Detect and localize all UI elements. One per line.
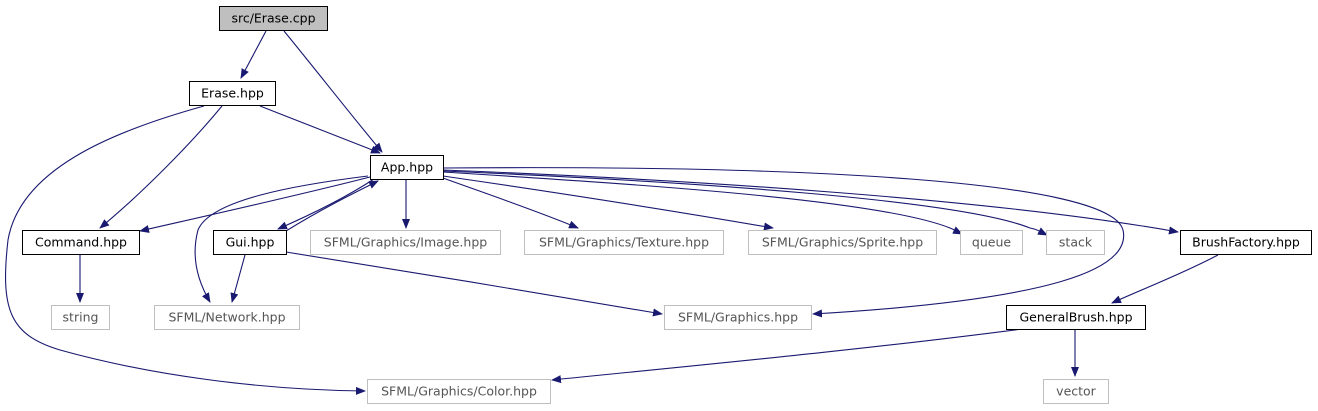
node-sfml-image: SFML/Graphics/Image.hpp <box>310 230 501 255</box>
node-sfml-texture: SFML/Graphics/Texture.hpp <box>524 230 724 255</box>
node-label: src/Erase.cpp <box>231 11 315 26</box>
node-box <box>960 230 1023 255</box>
edge-app-hpp-to-sfml-graphics <box>442 167 1125 318</box>
edge-generalbrush-hpp-to-sfml-color <box>551 328 1023 384</box>
node-label: SFML/Graphics/Color.hpp <box>381 384 537 399</box>
node-label: SFML/Graphics.hpp <box>678 310 798 325</box>
node-stack: stack <box>1046 230 1105 255</box>
node-label: Erase.hpp <box>201 86 264 101</box>
edge-erase-cpp-to-app-hpp <box>283 30 383 153</box>
node-label: GeneralBrush.hpp <box>1019 310 1132 325</box>
node-box <box>22 230 140 255</box>
edge-app-hpp-to-gui-hpp <box>277 178 375 230</box>
node-label: stack <box>1059 235 1093 250</box>
node-label: SFML/Graphics/Image.hpp <box>324 235 487 250</box>
node-sfml-color: SFML/Graphics/Color.hpp <box>367 379 551 404</box>
node-box <box>219 6 328 31</box>
node-label: BrushFactory.hpp <box>1192 235 1300 250</box>
node-sfml-sprite: SFML/Graphics/Sprite.hpp <box>748 230 937 255</box>
node-label: SFML/Graphics/Texture.hpp <box>539 235 709 250</box>
edge-erase-cpp-to-erase-hpp <box>240 30 267 79</box>
node-app-hpp[interactable]: App.hpp <box>370 155 444 180</box>
node-label: vector <box>1056 384 1097 399</box>
node-box <box>1180 230 1312 255</box>
edge-app-hpp-to-stack <box>442 170 1048 236</box>
node-box <box>748 230 937 255</box>
node-sfml-graphics: SFML/Graphics.hpp <box>664 305 812 330</box>
node-box <box>213 230 287 255</box>
node-brushfactory-hpp[interactable]: BrushFactory.hpp <box>1180 230 1312 255</box>
node-label: Gui.hpp <box>226 235 275 250</box>
node-label: queue <box>972 235 1011 250</box>
node-label: Command.hpp <box>35 235 127 250</box>
edge-app-hpp-to-queue <box>442 171 963 235</box>
node-string: string <box>51 305 110 330</box>
node-queue: queue <box>960 230 1023 255</box>
edge-brushfactory-hpp-to-generalbrush-hpp <box>1111 254 1219 304</box>
edge-gui-hpp-to-app-hpp <box>285 180 379 232</box>
node-box <box>1046 230 1105 255</box>
edge-app-hpp-to-sfml-texture <box>442 177 579 229</box>
node-label: string <box>63 310 99 325</box>
node-erase-hpp[interactable]: Erase.hpp <box>189 81 276 106</box>
node-gui-hpp[interactable]: Gui.hpp <box>213 230 287 255</box>
node-label: SFML/Graphics/Sprite.hpp <box>762 235 923 250</box>
edge-app-hpp-to-sfml-sprite <box>442 175 774 231</box>
node-label: SFML/Network.hpp <box>168 310 285 325</box>
node-vector: vector <box>1043 379 1109 404</box>
node-box <box>664 305 812 330</box>
node-erase-cpp[interactable]: src/Erase.cpp <box>219 6 328 31</box>
edge-gui-hpp-to-sfml-graphics <box>285 251 663 317</box>
node-generalbrush-hpp[interactable]: GeneralBrush.hpp <box>1006 305 1146 330</box>
edge-erase-hpp-to-app-hpp <box>259 105 381 154</box>
node-box <box>370 155 444 180</box>
node-command-hpp[interactable]: Command.hpp <box>22 230 140 255</box>
node-sfml-network: SFML/Network.hpp <box>154 305 300 330</box>
node-box <box>524 230 724 255</box>
edge-app-hpp-to-sfml-network <box>194 175 369 303</box>
node-box <box>51 305 110 330</box>
edge-app-hpp-to-command-hpp <box>139 176 371 233</box>
node-box <box>154 305 300 330</box>
node-label: App.hpp <box>381 160 433 175</box>
edge-erase-hpp-to-command-hpp <box>99 105 223 229</box>
edges-layer <box>5 30 1219 395</box>
node-box <box>1043 379 1109 404</box>
edge-gui-hpp-to-sfml-network <box>230 254 246 303</box>
nodes-layer: src/Erase.cppErase.hppApp.hppCommand.hpp… <box>22 6 1312 404</box>
node-box <box>310 230 501 255</box>
node-box <box>1006 305 1146 330</box>
node-box <box>189 81 276 106</box>
edge-erase-hpp-to-sfml-color <box>5 105 366 395</box>
node-box <box>367 379 551 404</box>
edge-app-hpp-to-brushfactory-hpp <box>442 169 1179 235</box>
